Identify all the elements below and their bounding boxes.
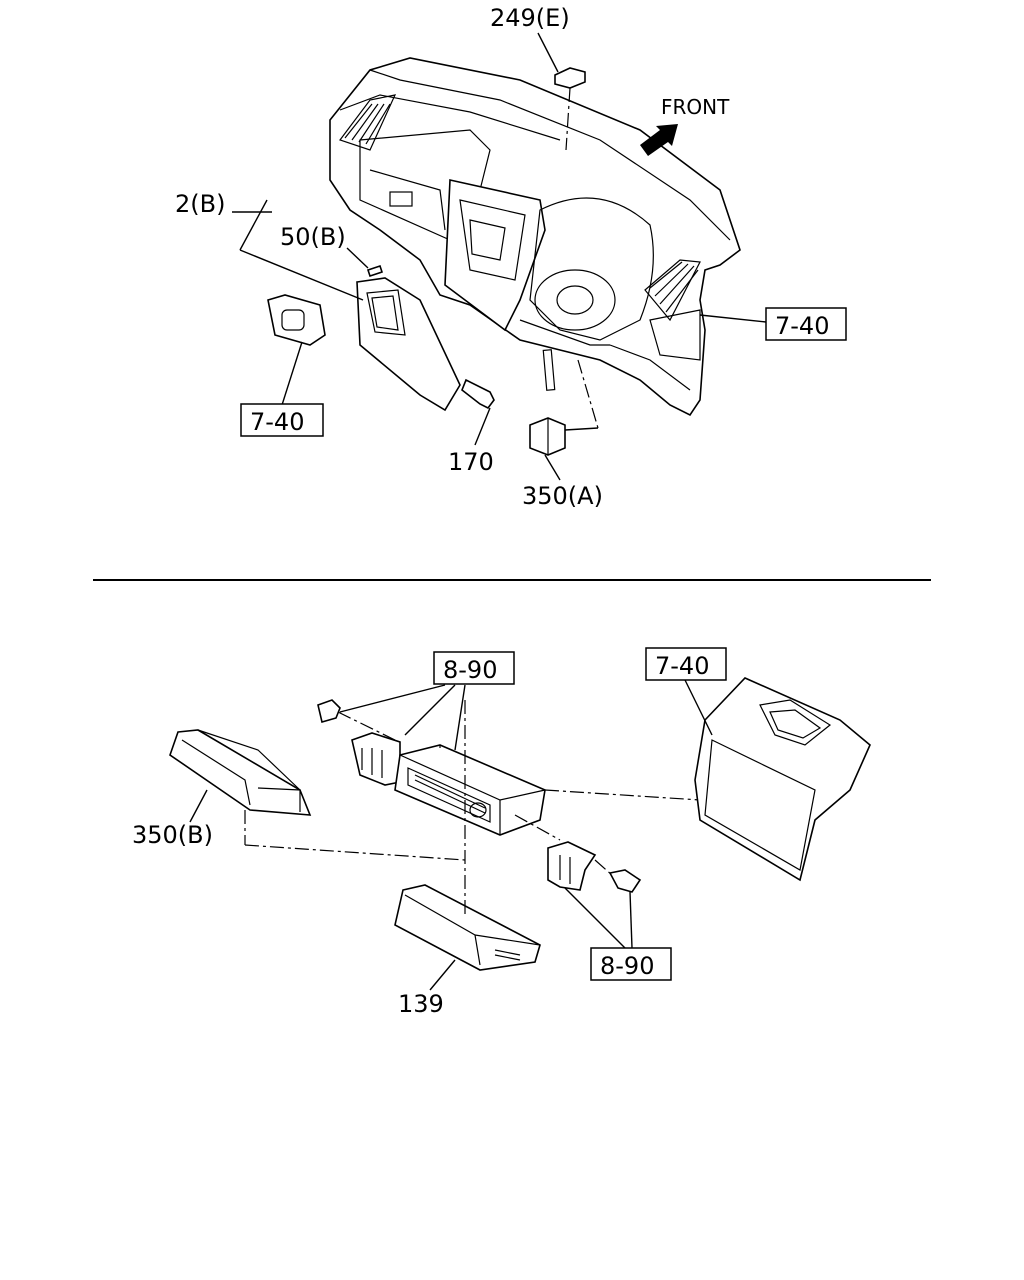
ref-7-40-left: 7-40 [240,403,324,437]
label-2b: 2(B) [175,190,225,218]
label-139: 139 [398,990,444,1018]
audio-unit [394,744,701,841]
bracket-right [547,841,597,891]
label-350a: 350(A) [522,482,603,510]
right-vent-grille [649,261,699,313]
label-7-40-left: 7-40 [250,408,304,436]
instrument-panel-assembly [329,57,741,417]
center-bezel [684,677,871,882]
ref-7-40-bottom: 7-40 [645,647,727,681]
bracket-249e: 249(E) [490,4,586,151]
ref-8-90-top: 8-90 [339,651,515,751]
screw-170: 170 [448,378,495,476]
screw-50b: 50(B) [280,223,384,278]
side-vent-part [267,294,326,406]
label-8-90-bottom: 8-90 [600,952,654,980]
bolt-right [594,859,642,893]
bracket-left [351,732,401,786]
bolt-left [317,699,396,741]
label-249e: 249(E) [490,4,570,32]
ref-7-40-right: 7-40 [699,307,847,341]
label-350b: 350(B) [132,821,213,849]
panel-2b: 2(B) [175,190,461,412]
label-8-90-top: 8-90 [443,656,497,684]
label-front: FRONT [661,95,730,119]
pocket-139-ribs [494,949,521,961]
label-7-40-bottom: 7-40 [655,652,709,680]
switch-350a: 350(A) [522,359,603,510]
left-vent-grille [344,103,391,145]
pocket-350b: 350(B) [132,729,466,861]
front-arrow: FRONT [640,95,730,156]
label-170: 170 [448,448,494,476]
ref-8-90-bottom: 8-90 [564,887,672,981]
label-50b: 50(B) [280,223,346,251]
pocket-139: 139 [394,700,541,1018]
label-7-40-right: 7-40 [775,312,829,340]
